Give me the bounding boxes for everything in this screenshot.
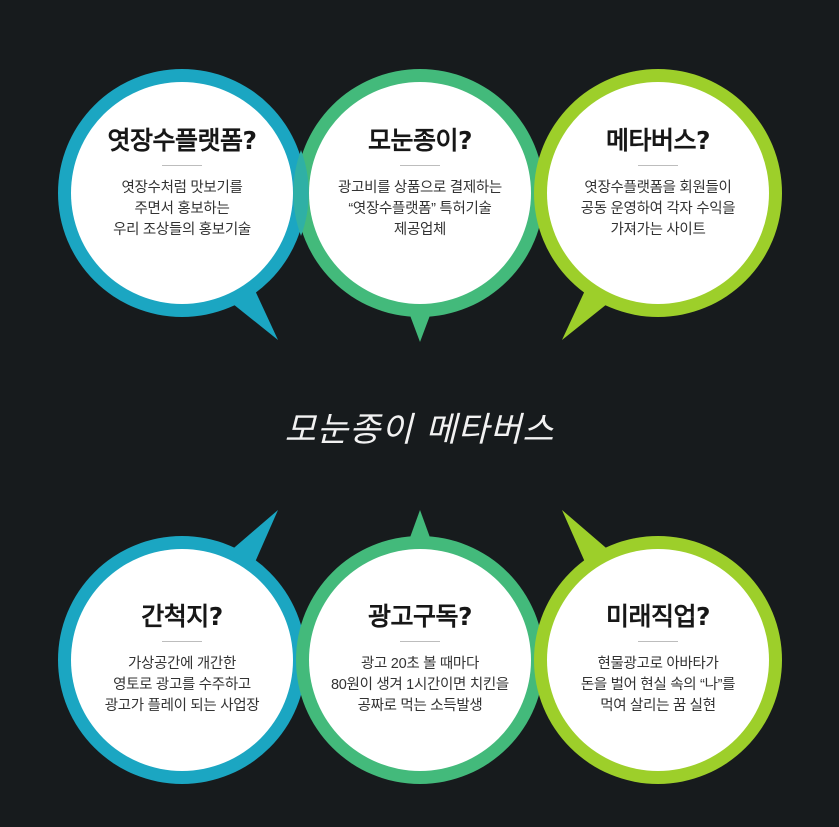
bubble-content-future-job: 미래직업? 현물광고로 아바타가 돈을 벌어 현실 속의 “나”를 먹여 살리는… bbox=[548, 600, 768, 717]
divider bbox=[162, 641, 202, 642]
description-line: 가상공간에 개간한 bbox=[127, 656, 237, 672]
description-line: 80원이 생겨 1시간이면 치킨을 bbox=[331, 677, 509, 693]
bubble-tail-top-3 bbox=[562, 284, 612, 340]
bubble-tail-top-1 bbox=[228, 284, 278, 340]
bubble-title: 메타버스? bbox=[605, 126, 711, 155]
bubble-description: 광고비를 상품으로 결제하는 “엿장수플랫폼” 특허기술 제공업체 bbox=[310, 178, 530, 241]
description-line: 주면서 홍보하는 bbox=[134, 201, 230, 217]
center-title: 모눈종이 메타버스 bbox=[284, 410, 555, 450]
bubble-tail-bottom-3 bbox=[562, 510, 612, 569]
divider bbox=[638, 165, 678, 166]
description-line: 공동 운영하여 각자 수익을 bbox=[580, 201, 736, 217]
description-line: 가져가는 사이트 bbox=[610, 222, 706, 238]
description-line: 돈을 벌어 현실 속의 “나”를 bbox=[580, 677, 736, 693]
bubble-content-yeotjangsu: 엿장수플랫폼? 엿장수처럼 맛보기를 주면서 홍보하는 우리 조상들의 홍보기술 bbox=[72, 124, 292, 241]
bubble-title: 미래직업? bbox=[605, 602, 711, 631]
description-line: 엿장수플랫폼을 회원들이 bbox=[584, 180, 732, 196]
divider bbox=[638, 641, 678, 642]
bubble-title: 엿장수플랫폼? bbox=[107, 126, 257, 155]
bubble-description: 가상공간에 개간한 영토로 광고를 수주하고 광고가 플레이 되는 사업장 bbox=[72, 654, 292, 717]
bubble-content-ad-subscription: 광고구독? 광고 20초 볼 때마다 80원이 생겨 1시간이면 치킨을 공짜로… bbox=[310, 600, 530, 717]
bubble-description: 광고 20초 볼 때마다 80원이 생겨 1시간이면 치킨을 공짜로 먹는 소득… bbox=[310, 654, 530, 717]
description-line: 공짜로 먹는 소득발생 bbox=[357, 698, 483, 714]
description-line: “엿장수플랫폼” 특허기술 bbox=[348, 201, 492, 217]
bubble-tail-bottom-2 bbox=[408, 510, 432, 543]
divider bbox=[400, 641, 440, 642]
bubble-title: 간척지? bbox=[141, 602, 223, 631]
description-line: 제공업체 bbox=[393, 222, 447, 238]
divider bbox=[162, 165, 202, 166]
bubble-tail-top-2 bbox=[408, 310, 432, 342]
bubble-content-metaverse: 메타버스? 엿장수플랫폼을 회원들이 공동 운영하여 각자 수익을 가져가는 사… bbox=[548, 124, 768, 241]
description-line: 광고 20초 볼 때마다 bbox=[361, 656, 479, 672]
bubble-description: 엿장수플랫폼을 회원들이 공동 운영하여 각자 수익을 가져가는 사이트 bbox=[548, 178, 768, 241]
bubble-content-monunjongi: 모눈종이? 광고비를 상품으로 결제하는 “엿장수플랫폼” 특허기술 제공업체 bbox=[310, 124, 530, 241]
bubble-content-ganchukji: 간척지? 가상공간에 개간한 영토로 광고를 수주하고 광고가 플레이 되는 사… bbox=[72, 600, 292, 717]
bubble-description: 엿장수처럼 맛보기를 주면서 홍보하는 우리 조상들의 홍보기술 bbox=[72, 178, 292, 241]
bubble-tail-bottom-1 bbox=[228, 510, 278, 569]
bubble-title: 광고구독? bbox=[367, 602, 473, 631]
description-line: 현물광고로 아바타가 bbox=[597, 656, 719, 672]
bubble-description: 현물광고로 아바타가 돈을 벌어 현실 속의 “나”를 먹여 살리는 꿈 실현 bbox=[548, 654, 768, 717]
description-line: 먹여 살리는 꿈 실현 bbox=[600, 698, 716, 714]
divider bbox=[400, 165, 440, 166]
description-line: 엿장수처럼 맛보기를 bbox=[121, 180, 243, 196]
description-line: 우리 조상들의 홍보기술 bbox=[113, 222, 251, 238]
description-line: 영토로 광고를 수주하고 bbox=[113, 677, 251, 693]
description-line: 광고가 플레이 되는 사업장 bbox=[104, 698, 260, 714]
description-line: 광고비를 상품으로 결제하는 bbox=[338, 180, 502, 196]
bubble-title: 모눈종이? bbox=[367, 126, 473, 155]
